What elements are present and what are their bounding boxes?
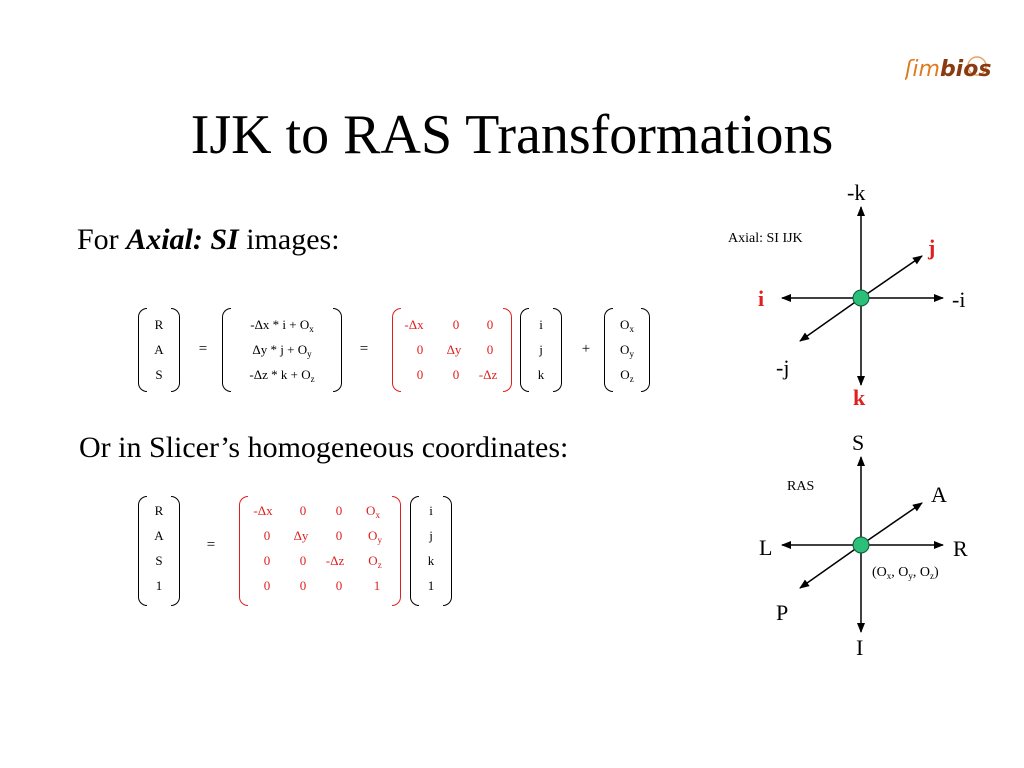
label-A: A: [931, 482, 947, 507]
label-I: I: [856, 635, 864, 660]
axis-P: [799, 544, 862, 589]
equals-sign: =: [359, 341, 369, 357]
label-neg-j: -j: [776, 355, 790, 380]
ras-vector-1: R A S: [138, 308, 180, 392]
equals-sign: =: [206, 537, 216, 553]
homogeneous-caption: Or in Slicer’s homogeneous coordinates:: [79, 431, 569, 464]
offset-vector: Ox Oy Oz: [604, 308, 650, 392]
label-S: S: [852, 430, 865, 455]
ras-vector-2: R A S 1: [138, 496, 180, 606]
axis-A: [860, 502, 923, 546]
equals-sign: =: [198, 341, 208, 357]
ras-diagram-caption: RAS: [787, 479, 815, 494]
axis-j: [860, 255, 923, 299]
axial-caption: For Axial: SI images:: [77, 223, 340, 256]
label-P: P: [776, 600, 789, 625]
simbios-logo: ʃimbios: [902, 44, 995, 94]
label-k: k: [853, 385, 866, 410]
ijk-vector-1: i j k: [520, 308, 562, 392]
axis-neg-j: [799, 297, 862, 342]
ijk-vector-2: i j k 1: [410, 496, 452, 606]
label-L: L: [759, 535, 773, 560]
component-vector: -Δx * i + Ox Δy * j + Oy -Δz * k + Oz: [222, 308, 342, 392]
ijk-origin-dot: [852, 289, 870, 307]
label-R: R: [953, 536, 968, 561]
svg-text:ʃimbios: ʃimbios: [905, 57, 991, 82]
page-title: IJK to RAS Transformations: [190, 104, 834, 166]
homogeneous-matrix: -Δx 0 0 Ox 0 Δy 0 Oy 0 0 -Δz Oz 0 0 0 1: [239, 496, 401, 606]
label-neg-i: -i: [952, 287, 966, 312]
label-j: j: [928, 235, 936, 260]
plus-sign: +: [581, 341, 591, 357]
ras-origin-dot: [852, 536, 870, 554]
ijk-diagram-caption: Axial: SI IJK: [728, 231, 803, 246]
origin-coordinates-label: (Ox, Oy, Oz): [872, 565, 939, 581]
label-neg-k: -k: [847, 180, 866, 205]
label-i: i: [758, 286, 765, 311]
scale-matrix: -Δx 0 0 0 Δy 0 0 0 -Δz: [392, 308, 512, 392]
